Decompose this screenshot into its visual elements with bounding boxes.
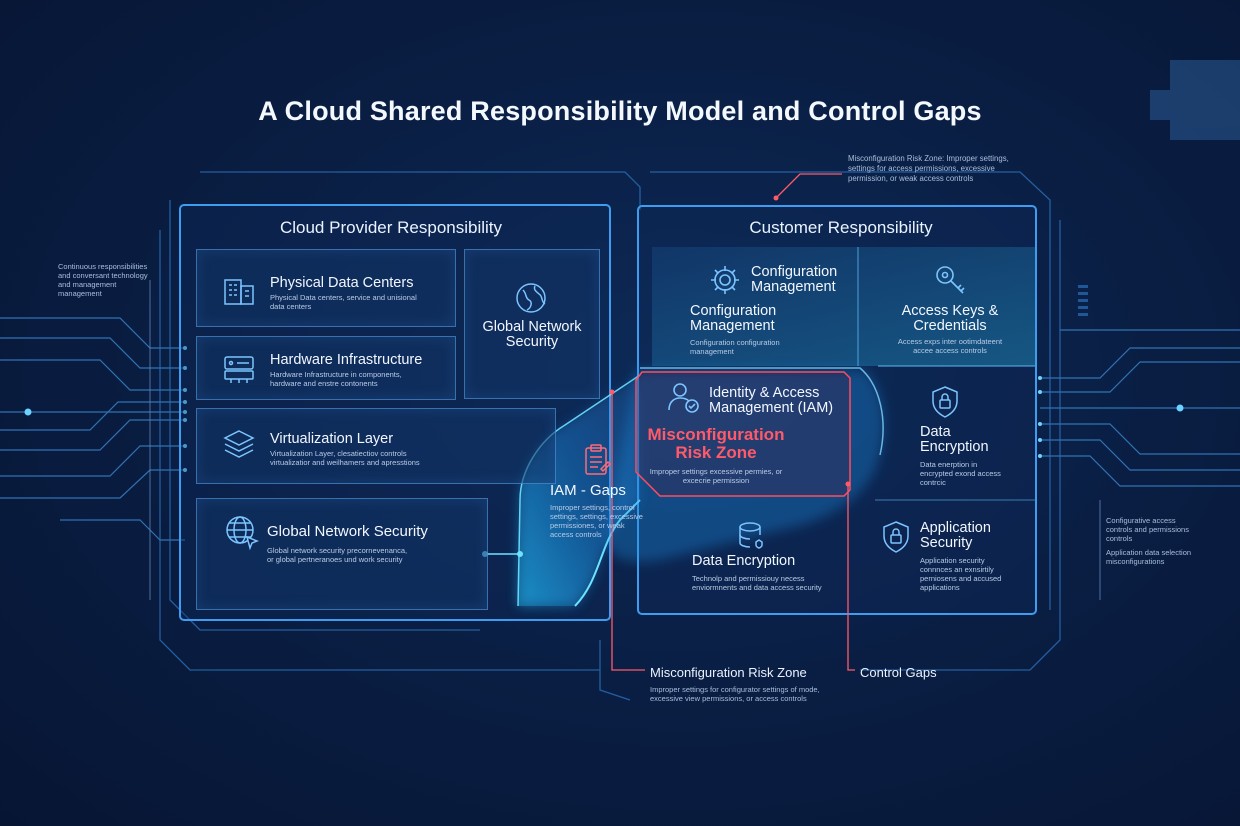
building-icon [224, 279, 254, 305]
risk-zone-desc: Improper settings excessive permies, or … [649, 467, 783, 485]
callout-bottom-risk: Misconfiguration Risk Zone Improper sett… [650, 665, 830, 703]
provider-item-title: Physical Data Centers [270, 275, 414, 291]
access-keys-card[interactable]: Access Keys & Credentials Access exps in… [870, 262, 1030, 362]
data-encryption-right-card[interactable]: Data Encryption Data enerption in encryp… [920, 424, 1030, 488]
layers-icon [223, 430, 255, 458]
provider-item-physical-data-centers[interactable]: Physical Data Centers Physical Data cent… [196, 249, 456, 327]
data-encryption-right-desc: Data enerption in encrypted exond access… [920, 460, 1001, 487]
config-header-title: Configuration Management [751, 264, 838, 295]
risk-zone[interactable]: Misconfiguration Risk Zone Improper sett… [640, 425, 792, 486]
application-security-card[interactable]: Application Security Application securit… [920, 520, 1030, 593]
config-title: Configuration Management [690, 303, 777, 334]
globe-cursor-icon [226, 516, 260, 551]
provider-item-desc: Global network security precornevenanca,… [267, 546, 408, 564]
provider-item-desc: Physical Data centers, service and unisi… [270, 293, 417, 311]
iam-gaps-card[interactable]: IAM - Gaps Improper settings, control se… [550, 483, 660, 539]
application-security-desc: Application security connnces an exnsirt… [920, 556, 1002, 592]
provider-network-box[interactable]: Global Network Security [464, 249, 600, 399]
page-title: A Cloud Shared Responsibility Model and … [258, 96, 982, 126]
user-check-icon [668, 383, 699, 413]
application-security-title: Application Security [920, 520, 991, 551]
clipboard-icon [585, 444, 611, 475]
database-icon [739, 522, 763, 549]
callout-control-gaps: Control Gaps [860, 665, 937, 680]
gear-icon [711, 266, 739, 294]
data-encryption-center-card[interactable]: Data Encryption Technolp and permissiouy… [692, 553, 842, 593]
config-card[interactable]: Configuration Management Configuration c… [690, 303, 850, 357]
callout-right-2: Application data selection misconfigurat… [1106, 548, 1192, 566]
access-keys-desc: Access exps inter ootimdateent accee acc… [897, 337, 1003, 355]
access-keys-title: Access Keys & Credentials [901, 303, 999, 334]
iam-gaps-desc: Improper settings, control settings, set… [550, 503, 643, 539]
provider-item-global-network-security[interactable]: Global Network Security Global network s… [196, 498, 488, 610]
callout-right-1: Configurative access controls and permis… [1106, 516, 1189, 543]
key-icon [936, 266, 965, 294]
risk-zone-title: Misconfiguration Risk Zone [647, 425, 785, 462]
callout-bottom-risk-desc: Improper settings for configurator setti… [650, 685, 820, 703]
provider-item-hardware-infrastructure[interactable]: Hardware Infrastructure Hardware Infrast… [196, 336, 456, 400]
provider-item-title: Hardware Infrastructure [270, 352, 423, 368]
customer-title: Customer Responsibility [749, 218, 933, 237]
callout-left: Continuous responsibilities and conversa… [58, 262, 148, 298]
globe-icon [516, 283, 546, 313]
provider-network-title: Global Network Security [482, 319, 582, 350]
data-encryption-center-desc: Technolp and permissiouy necess enviormn… [692, 574, 822, 592]
data-encryption-center-title: Data Encryption [692, 553, 796, 569]
provider-item-title: Global Network Security [267, 523, 428, 540]
iam-title[interactable]: Identity & Access Management (IAM) [709, 385, 834, 416]
lock-shield-icon [932, 386, 958, 418]
provider-item-desc: Virtualization Layer, clesatiectiov cont… [270, 449, 420, 467]
server-icon [224, 356, 254, 383]
provider-item-desc: Hardware Infrastructure in components, h… [270, 370, 402, 388]
callout-bottom-risk-title: Misconfiguration Risk Zone [650, 665, 807, 680]
iam-gaps-title: IAM - Gaps [550, 482, 626, 499]
data-encryption-right-title: Data Encryption [920, 424, 989, 455]
shield-lock-icon [883, 521, 909, 553]
provider-item-virtualization-layer[interactable]: Virtualization Layer Virtualization Laye… [196, 408, 556, 484]
config-desc: Configuration configuration management [690, 338, 780, 356]
callout-top-right: Misconfiguration Risk Zone: Improper set… [848, 154, 1009, 183]
provider-title: Cloud Provider Responsibility [279, 218, 503, 237]
provider-item-title: Virtualization Layer [270, 431, 394, 447]
